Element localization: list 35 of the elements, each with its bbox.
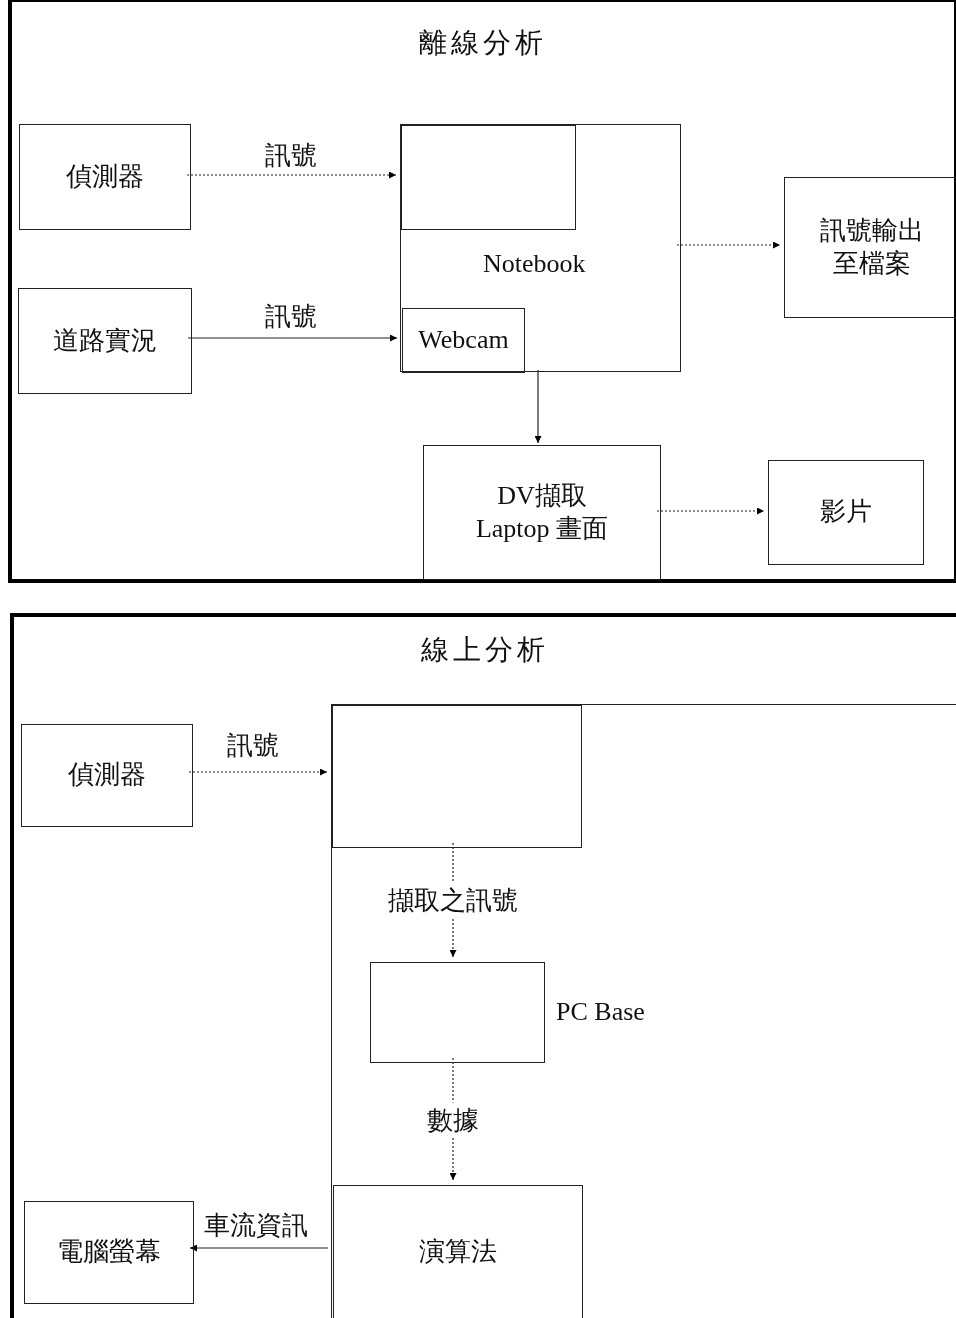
process-box (19, 124, 191, 230)
edge-label: 數據 (425, 1102, 481, 1138)
process-box (21, 724, 193, 827)
box-text: 偵測器 (68, 759, 146, 792)
box-text: 訊號輸出至檔案 (818, 215, 925, 280)
arrow (187, 334, 398, 342)
process-box (333, 1185, 583, 1318)
arrow (188, 768, 328, 776)
edge-label: 擷取之訊號 (386, 882, 520, 918)
box-text: 電腦螢幕 (57, 1236, 161, 1269)
process-box (18, 288, 192, 394)
box-text: 偵測器 (66, 160, 144, 193)
empty-box (401, 125, 576, 230)
panel-title: 線上分析 (420, 633, 550, 667)
process-box (784, 177, 956, 318)
arrow (656, 507, 765, 515)
arrow (189, 1244, 329, 1252)
arrow (186, 171, 397, 179)
empty-box (370, 962, 545, 1063)
process-box (402, 308, 525, 373)
process-box (24, 1201, 194, 1304)
box-label: PC Base (556, 997, 645, 1027)
computer-box (400, 124, 681, 372)
box-text: 影片 (820, 496, 872, 529)
box-label: Notebook (483, 249, 586, 279)
process-box (768, 460, 924, 565)
empty-box (332, 705, 582, 848)
panel-title: 離線分析 (418, 26, 548, 60)
box-text: DV擷取 Laptop 畫面 (474, 480, 610, 545)
box-text: Webcam (418, 324, 509, 357)
arrow (534, 369, 542, 444)
box-text: 道路實況 (53, 324, 157, 357)
box-text: 演算法 (419, 1236, 497, 1269)
arrow (676, 241, 781, 249)
process-box (423, 445, 661, 580)
